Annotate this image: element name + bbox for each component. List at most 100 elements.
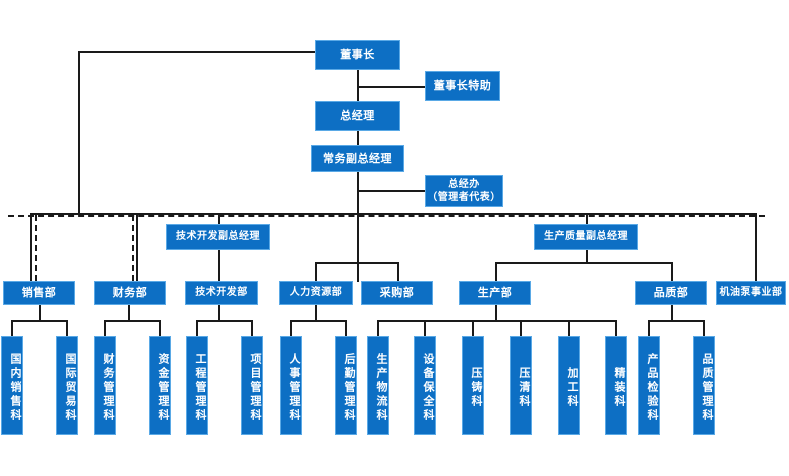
node-gm-office[interactable]: 总经办 （管理者代表）: [425, 175, 503, 207]
connector-bracket-down-production: [495, 262, 497, 281]
node-die-casting-section[interactable]: 压铸科: [462, 336, 484, 435]
connector-production-child-1: [377, 320, 379, 336]
connector-hr-stem: [315, 305, 317, 320]
node-engineering-mgmt-section-label: 工程管理科: [194, 352, 207, 423]
connector-main-trunk: [136, 213, 757, 215]
connector-finance-child-2: [159, 320, 161, 336]
connector-finance-bracket: [104, 320, 161, 322]
node-quality-mgmt-section[interactable]: 品质管理科: [693, 336, 715, 435]
dashed-connector-vertical-finance: [132, 215, 134, 281]
node-project-mgmt-section[interactable]: 项目管理科: [241, 336, 263, 435]
dashed-connector-vertical-sales: [35, 215, 37, 281]
connector-production-child-2: [424, 320, 426, 336]
connector-techdev-bracket: [196, 320, 253, 322]
node-machining-section-label: 加工科: [566, 366, 579, 409]
node-equipment-maintenance-section-label: 设备保全科: [422, 352, 435, 423]
node-fund-mgmt-section[interactable]: 资金管理科: [149, 336, 171, 435]
node-international-trade-section-label: 国际贸易科: [64, 352, 77, 423]
connector-production-child-5: [568, 320, 570, 336]
node-finance-mgmt-section[interactable]: 财务管理科: [94, 336, 116, 435]
node-domestic-sales-section-label: 国内销售科: [9, 352, 22, 423]
node-finance-dept-label: 财务部: [112, 286, 148, 300]
connector-left-bracket-horizontal: [30, 213, 138, 215]
node-personnel-mgmt-section[interactable]: 人事管理科: [280, 336, 302, 435]
connector-techdev-child-1: [196, 320, 198, 336]
node-tech-dev-deputy-gm[interactable]: 技术开发副总经理: [166, 224, 270, 250]
node-personnel-mgmt-section-label: 人事管理科: [288, 352, 301, 423]
connector-chairman-left-vertical: [78, 51, 80, 215]
node-oil-pump-division[interactable]: 机油泵事业部: [716, 281, 786, 305]
node-project-mgmt-section-label: 项目管理科: [249, 352, 262, 423]
node-hr-dept-label: 人力资源部: [289, 286, 343, 298]
connector-trunk-to-prodqual-deputy: [586, 213, 588, 224]
node-sales-dept[interactable]: 销售部: [3, 281, 75, 305]
connector-hr-purchasing-bracket: [315, 262, 399, 264]
dashed-connector-horizontal: [8, 215, 765, 217]
connector-deputy-to-gm-office: [357, 190, 425, 192]
node-production-dept[interactable]: 生产部: [459, 281, 531, 305]
node-die-casting-section-label: 压铸科: [470, 366, 483, 409]
connector-hr-bracket: [290, 320, 347, 322]
connector-hr-child-2: [345, 320, 347, 336]
connector-bracket-down-hr: [315, 262, 317, 281]
connector-trunk-to-oilpump: [755, 213, 757, 281]
node-product-inspection-section[interactable]: 产品检验科: [638, 336, 660, 435]
connector-sales-child-1: [11, 320, 13, 336]
connector-hr-child-1: [290, 320, 292, 336]
node-purchasing-dept[interactable]: 采购部: [361, 281, 433, 305]
node-purchasing-dept-label: 采购部: [379, 286, 415, 300]
node-tech-dev-dept-label: 技术开发部: [195, 286, 248, 298]
connector-finance-stem: [128, 305, 130, 320]
node-finishing-section-label: 精装科: [613, 366, 626, 409]
connector-production-bracket: [377, 320, 616, 322]
connector-prodqual-bracket: [495, 262, 673, 264]
node-executive-deputy-gm-label: 常务副总经理: [323, 151, 392, 165]
connector-sales-bracket: [11, 320, 68, 322]
node-quality-dept[interactable]: 品质部: [635, 281, 707, 305]
node-logistics-mgmt-section-label: 后勤管理科: [343, 352, 356, 423]
node-chairman-assistant[interactable]: 董事长特助: [425, 71, 500, 101]
node-tech-dev-deputy-gm-label: 技术开发副总经理: [176, 230, 260, 242]
connector-quality-child-1: [648, 320, 650, 336]
node-finance-mgmt-section-label: 财务管理科: [102, 352, 115, 423]
node-machining-section[interactable]: 加工科: [558, 336, 580, 435]
node-gm-office-label-line2: （管理者代表）: [427, 192, 501, 203]
node-sales-dept-label: 销售部: [21, 286, 57, 300]
node-gm-office-label-line1: 总经办: [448, 178, 480, 190]
node-fund-mgmt-section-label: 资金管理科: [157, 352, 170, 423]
node-international-trade-section[interactable]: 国际贸易科: [56, 336, 78, 435]
node-pressure-cleaning-section[interactable]: 压清科: [510, 336, 532, 435]
connector-left-bracket-down-finance: [136, 213, 138, 281]
node-tech-dev-dept[interactable]: 技术开发部: [185, 281, 258, 305]
node-chairman-label: 董事长: [340, 48, 375, 62]
node-finance-dept[interactable]: 财务部: [94, 281, 166, 305]
node-production-dept-label: 生产部: [477, 286, 513, 300]
node-oil-pump-division-label: 机油泵事业部: [719, 286, 783, 298]
node-hr-dept[interactable]: 人力资源部: [279, 281, 353, 305]
connector-production-child-4: [520, 320, 522, 336]
node-chairman-assistant-label: 董事长特助: [433, 79, 492, 93]
connector-trunk-to-techdev-deputy: [218, 213, 220, 224]
connector-bracket-down-quality: [671, 262, 673, 281]
connector-gm-to-deputy: [357, 131, 359, 146]
node-engineering-mgmt-section[interactable]: 工程管理科: [186, 336, 208, 435]
connector-techdev-stem: [218, 305, 220, 320]
node-domestic-sales-section[interactable]: 国内销售科: [1, 336, 23, 435]
connector-chairman-to-assistant: [357, 86, 425, 88]
connector-production-child-6: [615, 320, 617, 336]
node-pressure-cleaning-section-label: 压清科: [518, 366, 531, 409]
node-logistics-mgmt-section[interactable]: 后勤管理科: [335, 336, 357, 435]
node-production-logistics-section[interactable]: 生产物流科: [367, 336, 389, 435]
node-production-logistics-section-label: 生产物流科: [375, 352, 388, 423]
connector-quality-child-2: [703, 320, 705, 336]
node-chairman[interactable]: 董事长: [315, 40, 400, 70]
node-executive-deputy-gm[interactable]: 常务副总经理: [311, 145, 404, 172]
node-finishing-section[interactable]: 精装科: [605, 336, 627, 435]
connector-sales-child-2: [66, 320, 68, 336]
node-equipment-maintenance-section[interactable]: 设备保全科: [414, 336, 436, 435]
connector-chairman-to-gm: [357, 70, 359, 107]
node-general-manager[interactable]: 总经理: [315, 101, 400, 131]
connector-techdev-child-2: [251, 320, 253, 336]
node-production-quality-deputy-gm[interactable]: 生产质量副总经理: [534, 224, 638, 250]
